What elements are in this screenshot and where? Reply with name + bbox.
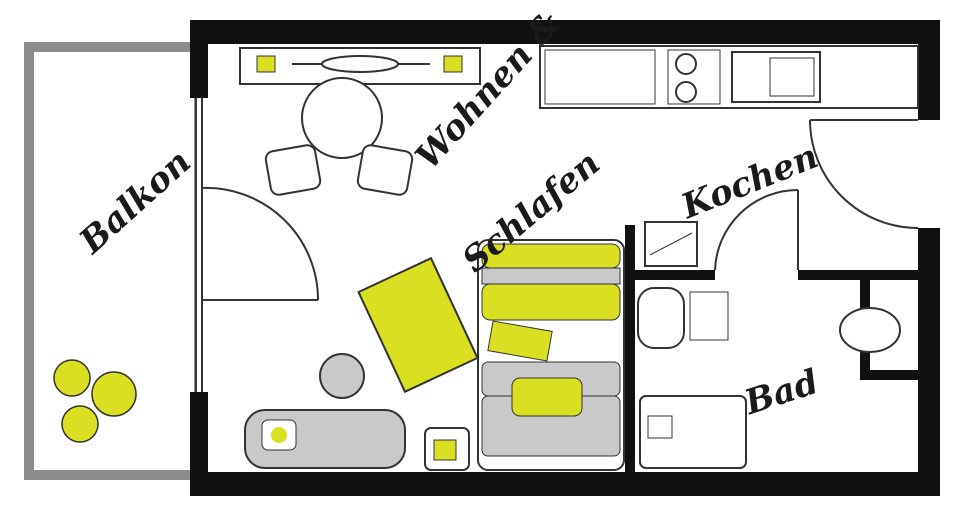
balcony — [24, 42, 196, 480]
rug — [357, 256, 479, 394]
shower — [639, 395, 747, 469]
plants — [53, 359, 137, 443]
bathroom-door — [714, 189, 799, 271]
bed — [477, 239, 625, 471]
sofa — [244, 409, 406, 469]
dining-table — [264, 77, 414, 196]
side-table — [424, 427, 470, 471]
entrance-door — [809, 119, 919, 229]
washbasin — [637, 287, 729, 349]
pouf — [319, 353, 365, 399]
sideboard — [239, 47, 481, 85]
toilet — [839, 307, 901, 353]
kitchen-counter — [539, 45, 919, 109]
outer-walls — [190, 20, 940, 496]
balcony-door — [201, 186, 319, 301]
towel-rack — [644, 221, 698, 267]
